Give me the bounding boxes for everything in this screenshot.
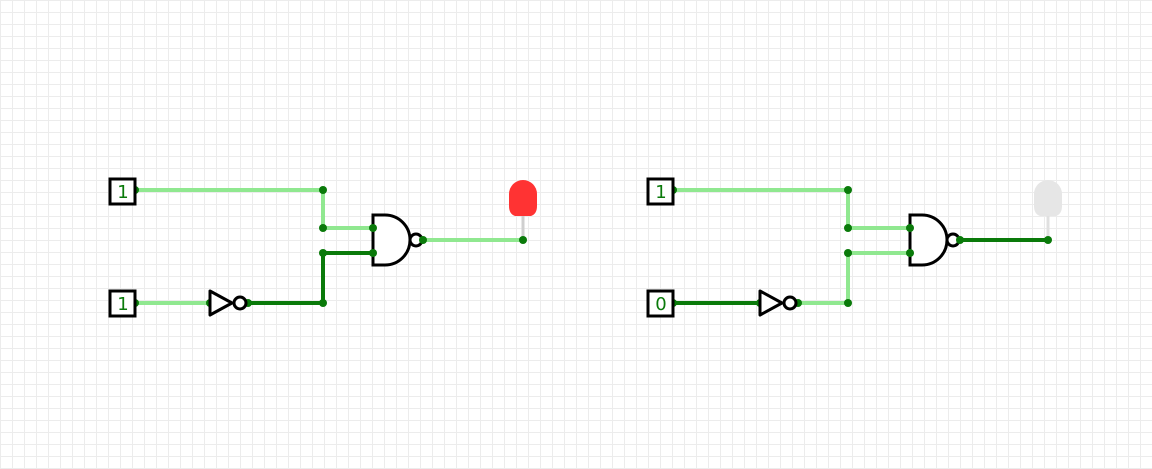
circuit-2: 1 0 (646, 177, 1062, 318)
input-a-value: 1 (117, 182, 128, 203)
led-output (1034, 180, 1062, 244)
input-switch-b[interactable]: 1 (108, 289, 137, 318)
wire-input-a (673, 188, 910, 230)
input-b-value: 1 (117, 294, 128, 315)
wire-not-output (798, 251, 910, 305)
wire-not-output (248, 251, 373, 305)
input-b-value: 0 (655, 294, 666, 315)
nand-gate[interactable] (371, 213, 424, 267)
input-switch-a[interactable]: 1 (646, 177, 675, 206)
not-gate[interactable] (758, 289, 798, 317)
nand-gate[interactable] (908, 213, 961, 267)
input-switch-a[interactable]: 1 (108, 177, 137, 206)
input-switch-b[interactable]: 0 (646, 289, 675, 318)
wire-input-a (135, 188, 373, 230)
circuit-1: 1 1 (108, 177, 537, 318)
not-gate[interactable] (208, 289, 248, 317)
led-output (509, 180, 537, 244)
input-a-value: 1 (655, 182, 666, 203)
